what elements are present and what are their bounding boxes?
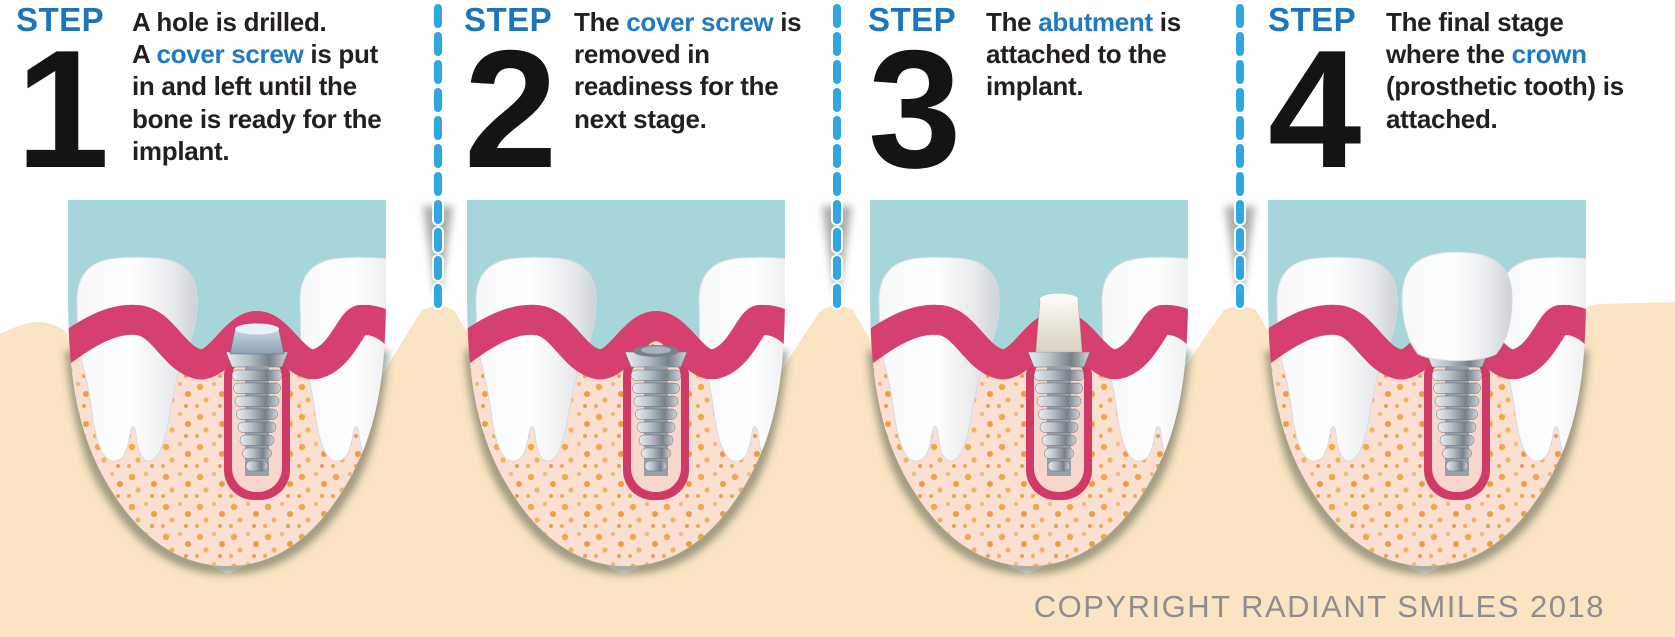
exposed-implant-screw bbox=[624, 345, 688, 477]
step-number: 4 bbox=[1268, 15, 1362, 203]
step-3-header: STEP 3 bbox=[868, 1, 962, 203]
description-text: The final stage where the bbox=[1386, 7, 1564, 70]
step-3-description: The abutment is attached to the implant. bbox=[986, 6, 1224, 103]
step-number: 2 bbox=[464, 15, 558, 203]
implant-crown bbox=[1401, 251, 1513, 362]
step-number: 3 bbox=[868, 15, 962, 203]
step-label: STEP bbox=[868, 1, 957, 38]
description-text: is attached to the implant. bbox=[986, 7, 1181, 102]
jaw-illustration-step-1 bbox=[58, 200, 396, 572]
step-label: STEP bbox=[464, 1, 553, 38]
description-text: (prosthetic tooth) is attached. bbox=[1386, 71, 1624, 134]
step-label: STEP bbox=[1268, 1, 1357, 38]
description-text: The bbox=[574, 7, 627, 37]
implant-screw bbox=[1027, 292, 1091, 477]
jaw-illustration-step-3 bbox=[860, 200, 1198, 572]
step-number: 1 bbox=[16, 15, 110, 203]
step-1-description: A hole is drilled. A cover screw is put … bbox=[132, 6, 404, 167]
jaw-illustration-step-2 bbox=[457, 200, 795, 572]
cover-screw-cap bbox=[229, 323, 285, 355]
description-keyword: cover screw bbox=[156, 39, 304, 70]
abutment bbox=[1035, 292, 1083, 353]
implant-screw bbox=[225, 323, 289, 477]
description-keyword: abutment bbox=[1038, 7, 1153, 37]
description-text: is removed in readiness for the next sta… bbox=[574, 7, 802, 134]
description-keyword: cover screw bbox=[626, 7, 774, 37]
description-keyword: crown bbox=[1511, 39, 1587, 70]
step-4-header: STEP 4 bbox=[1268, 1, 1362, 203]
step-2-description: The cover screw is removed in readiness … bbox=[574, 6, 816, 135]
step-2-header: STEP 2 bbox=[464, 1, 558, 203]
description-text: A hole is drilled. A bbox=[132, 7, 327, 70]
description-text: The bbox=[986, 7, 1039, 37]
copyright-notice: COPYRIGHT RADIANT SMILES 2018 bbox=[1033, 589, 1605, 624]
step-4-description: The final stage where the crown (prosthe… bbox=[1386, 6, 1642, 135]
cream-background-shape bbox=[0, 302, 1675, 637]
jaw-illustration-step-4 bbox=[1258, 200, 1596, 572]
step-1-header: STEP 1 bbox=[16, 1, 110, 203]
step-label: STEP bbox=[16, 1, 105, 38]
description-text: is put in and left until the bone is rea… bbox=[132, 39, 382, 166]
